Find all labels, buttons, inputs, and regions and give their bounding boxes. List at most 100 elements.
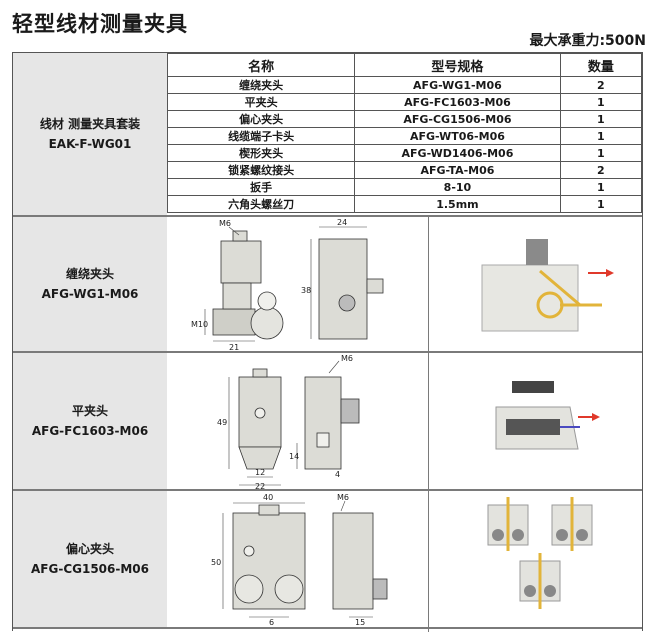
part-name: 扳手 [166, 178, 356, 196]
header-qty: 数量 [559, 53, 643, 77]
part-qty: 2 [559, 161, 643, 179]
column-divider [428, 491, 429, 632]
flat-clamp-side-body [304, 376, 342, 470]
eccentric-clamp-drawing: 40 M6 50 6 15 [211, 493, 388, 627]
product-label-cell: 缠绕夹头 AFG-WG1-M06 [13, 217, 167, 351]
product-label-cell: 偏心夹头 AFG-CG1506-M06 [13, 491, 167, 627]
eccentric-clamp-photo-cam [492, 529, 504, 541]
part-name: 锁紧螺纹接头 [166, 161, 356, 179]
page-title: 轻型线材测量夹具 [12, 12, 188, 36]
part-qty: 1 [559, 178, 643, 196]
part-model: AFG-WT06-M06 [354, 127, 561, 145]
dimension-label: 24 [337, 218, 347, 227]
part-qty: 1 [559, 127, 643, 145]
dimension-label: M6 [219, 219, 231, 228]
eccentric-clamp-photo-cam [544, 585, 556, 597]
part-model: AFG-FC1603-M06 [354, 93, 561, 111]
row-divider [13, 215, 642, 217]
flat-clamp-front-screw [252, 368, 268, 378]
dimension-label: 4 [335, 470, 340, 479]
wrap-clamp-photo [481, 239, 614, 332]
part-name: 楔形夹头 [166, 144, 356, 162]
wrap-clamp-front-hole [257, 291, 277, 311]
dimension-label: 50 [211, 558, 221, 567]
part-name: 平夹头 [166, 93, 356, 111]
flat-clamp-front-hole [254, 407, 266, 419]
row-divider [13, 489, 642, 491]
product-name: 平夹头 [71, 404, 108, 418]
flat-clamp-front-jaw [238, 446, 282, 470]
dimension-label: 6 [269, 618, 274, 627]
wrap-clamp-photo-screw [526, 239, 548, 265]
wrap-clamp-m10-stud [212, 308, 256, 336]
dimension-label: M6 [337, 493, 349, 502]
eccentric-clamp-left-cam [234, 574, 264, 604]
dimension-label: 49 [217, 418, 227, 427]
eccentric-clamp-photo-cam [512, 529, 524, 541]
leader-line [340, 500, 346, 512]
dimension-label: 12 [255, 468, 265, 477]
part-model: 8-10 [354, 178, 561, 196]
leader-line [228, 226, 240, 236]
wrap-clamp-drawing: M6 24 38 M10 21 [191, 218, 384, 351]
kit-name: 线材 测量夹具套装 [39, 117, 141, 131]
flat-clamp-side-knob [340, 398, 360, 424]
row-divider [13, 351, 642, 353]
wrap-clamp-side-body [318, 238, 368, 340]
dimension-label: 38 [301, 286, 311, 295]
part-name: 线缆端子卡头 [166, 127, 356, 145]
kit-code: EAK-F-WG01 [48, 137, 132, 151]
eccentric-clamp-front-hole [243, 545, 255, 557]
wrap-clamp-side-hole [338, 294, 356, 312]
eccentric-clamp-side-body [332, 512, 374, 610]
part-qty: 1 [559, 195, 643, 213]
wrap-clamp-photo-wire [539, 269, 581, 307]
dimension-label: M10 [191, 320, 208, 329]
eccentric-clamp-photo-cam [524, 585, 536, 597]
part-qty: 1 [559, 93, 643, 111]
flat-clamp-photo [495, 381, 600, 450]
wrap-clamp-side-knob [366, 278, 384, 294]
flat-clamp-side-slot [316, 432, 330, 448]
table-header-row: 名称 型号规格 数量 [166, 53, 643, 77]
eccentric-clamp-photo-cam [556, 529, 568, 541]
part-qty: 2 [559, 76, 643, 94]
max-load-label: 最大承重力:500N [529, 33, 646, 49]
header-name: 名称 [166, 53, 356, 77]
product-label-cell: 平夹头 AFG-FC1603-M06 [13, 353, 167, 489]
part-model: 1.5mm [354, 195, 561, 213]
column-divider [428, 353, 429, 489]
eccentric-clamp-front-screw [258, 504, 280, 516]
flat-clamp-drawing: M6 49 12 22 14 4 [217, 354, 360, 489]
flat-clamp-photo-knob [512, 381, 554, 393]
part-qty: 1 [559, 110, 643, 128]
dimension-label: 14 [289, 452, 299, 461]
part-name: 缠绕夹头 [166, 76, 356, 94]
dimension-label: M6 [341, 354, 353, 363]
wrap-clamp-photo-body [481, 264, 579, 332]
dimension-label: 21 [229, 343, 239, 351]
eccentric-clamp-photo-cam [576, 529, 588, 541]
column-divider [428, 217, 429, 351]
pull-arrow-icon [592, 413, 600, 421]
product-code: AFG-FC1603-M06 [31, 424, 149, 438]
flat-clamp-photo-jaw [506, 419, 560, 435]
wrap-clamp-front-neck [222, 282, 252, 310]
product-name: 缠绕夹头 [65, 267, 114, 281]
row-divider [13, 627, 642, 629]
leader-line [328, 360, 340, 374]
dimension-label: 22 [255, 482, 265, 489]
part-model: AFG-CG1506-M06 [354, 110, 561, 128]
part-model: AFG-TA-M06 [354, 161, 561, 179]
eccentric-clamp-photo [487, 497, 593, 609]
